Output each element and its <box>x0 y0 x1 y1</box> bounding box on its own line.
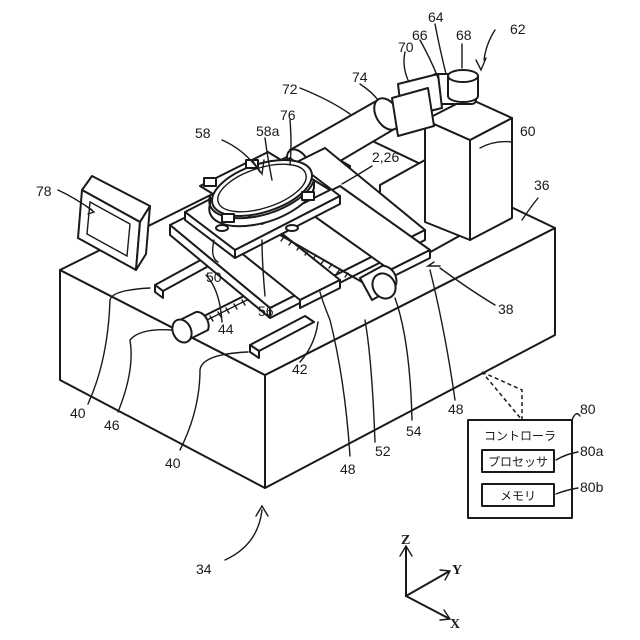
label-80b: 80b <box>580 479 604 495</box>
clamp-56-4 <box>222 214 234 222</box>
label-48a: 48 <box>340 461 356 477</box>
label-44: 44 <box>218 321 234 337</box>
label-80: 80 <box>580 401 596 417</box>
x-axis-line <box>406 596 448 618</box>
leader-62 <box>484 30 495 60</box>
axis-z-label: Z <box>401 533 410 548</box>
leader-74 <box>360 84 378 100</box>
label-58: 58 <box>195 125 211 141</box>
label-74: 74 <box>352 69 368 85</box>
memory-label: メモリ <box>500 489 536 503</box>
leader-66 <box>420 40 438 78</box>
label-58a: 58a <box>256 123 280 139</box>
leader-64 <box>435 24 446 74</box>
label-40a: 40 <box>70 405 86 421</box>
clamp-56-3 <box>302 192 314 200</box>
label-40b: 40 <box>165 455 181 471</box>
label-60: 60 <box>520 123 536 139</box>
label-42: 42 <box>292 361 308 377</box>
label-62: 62 <box>510 21 526 37</box>
label-38: 38 <box>498 301 514 317</box>
label-34: 34 <box>196 561 212 577</box>
clamp-56-1 <box>204 178 216 186</box>
label-52: 52 <box>375 443 391 459</box>
axis-x-label: X <box>450 617 460 632</box>
clamp-foot-2 <box>286 225 298 231</box>
label-64: 64 <box>428 9 444 25</box>
label-70: 70 <box>398 39 414 55</box>
label-48b: 48 <box>448 401 464 417</box>
label-76: 76 <box>280 107 296 123</box>
leader-62-arrow <box>476 58 486 70</box>
leader-72 <box>300 88 350 114</box>
label-50: 50 <box>206 269 222 285</box>
label-54: 54 <box>406 423 422 439</box>
label-36: 36 <box>534 177 550 193</box>
controller-80: コントローラ プロセッサ メモリ <box>468 372 572 518</box>
label-80a: 80a <box>580 443 604 459</box>
controller-title: コントローラ <box>484 429 556 443</box>
label-72: 72 <box>282 81 298 97</box>
axes-triad: Z Y X <box>400 533 462 632</box>
label-68: 68 <box>456 27 472 43</box>
processor-label: プロセッサ <box>488 455 548 469</box>
head-cylinder-top <box>448 70 478 82</box>
controller-link <box>482 372 522 420</box>
leader-80 <box>572 414 580 420</box>
label-46: 46 <box>104 417 120 433</box>
axis-y-label: Y <box>452 563 462 578</box>
label-66: 66 <box>412 27 428 43</box>
leader-76 <box>290 120 291 165</box>
y-axis-line <box>406 572 448 596</box>
label-56: 56 <box>258 303 274 319</box>
label-78: 78 <box>36 183 52 199</box>
leader-34 <box>225 510 262 560</box>
leader-70 <box>404 52 408 80</box>
clamp-foot-1 <box>216 225 228 231</box>
label-226: 2,26 <box>372 149 399 165</box>
